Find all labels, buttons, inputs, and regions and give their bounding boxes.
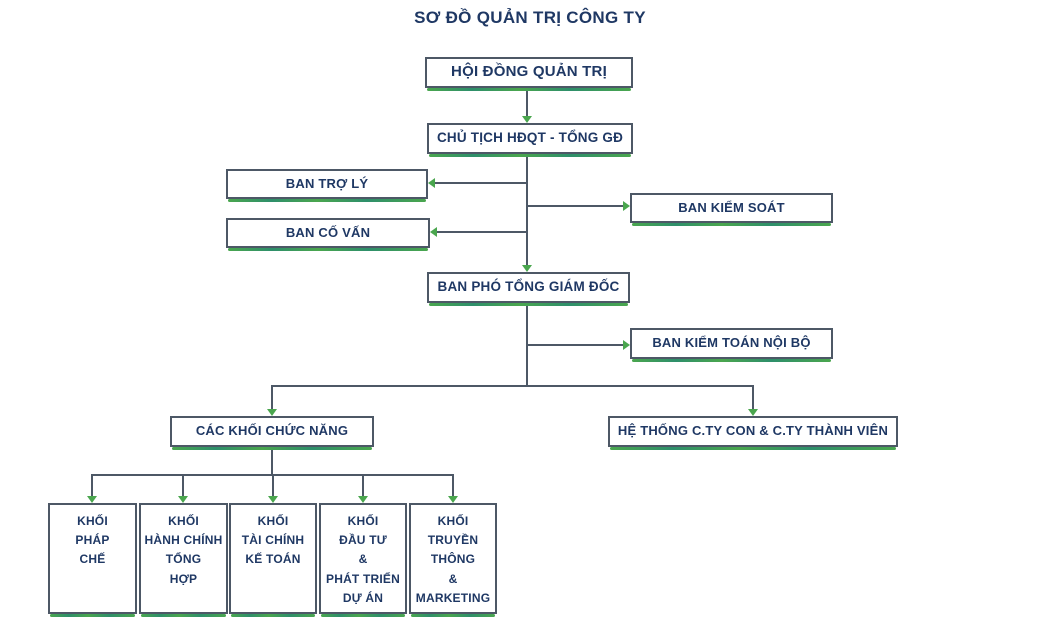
connector-drop-functional [271,385,273,409]
connector-chairman-deputy [526,157,528,266]
connector-functional-bar [271,450,273,476]
node-board-of-directors: HỘI ĐỒNG QUẢN TRỊ [425,57,633,91]
connector-internal-audit [528,344,623,346]
arrow-down-icon [358,496,368,503]
arrow-left-icon [428,178,435,188]
node-subsidiaries: HỆ THỐNG C.TY CON & C.TY THÀNH VIÊN [608,416,898,450]
node-investment-block: KHỐI ĐẦU TƯ & PHÁT TRIỂN DỰ ÁN [319,503,407,617]
connector-supervisory [528,205,623,207]
node-deputy-general-directors: BAN PHÓ TỔNG GIÁM ĐỐC [427,272,630,306]
arrow-down-icon [268,496,278,503]
node-internal-audit: BAN KIỂM TOÁN NỘI BỘ [630,328,833,362]
chart-title: SƠ ĐỒ QUẢN TRỊ CÔNG TY [414,8,646,27]
connector-main-branch-bar [271,385,754,387]
node-admin-block: KHỐI HÀNH CHÍNH TỔNG HỢP [139,503,228,617]
connector-blocks-bar [91,474,454,476]
node-assistant-board: BAN TRỢ LÝ [226,169,428,202]
arrow-down-icon [748,409,758,416]
arrow-down-icon [267,409,277,416]
connector-advisory [437,231,526,233]
node-legal-block: KHỐI PHÁP CHẾ [48,503,137,617]
arrow-down-icon [178,496,188,503]
arrow-right-icon [623,340,630,350]
arrow-left-icon [430,227,437,237]
node-advisory-board: BAN CỐ VẤN [226,218,430,251]
connector-drop-admin [182,476,184,497]
arrow-down-icon [522,116,532,123]
connector-deputy-split [526,306,528,386]
arrow-right-icon [623,201,630,211]
node-media-block: KHỐI TRUYỀN THÔNG & MARKETING [409,503,497,617]
arrow-down-icon [87,496,97,503]
connector-board-chairman [526,91,528,117]
connector-drop-subsidiaries [752,385,754,409]
connector-drop-investment [362,476,364,497]
connector-drop-finance [272,476,274,497]
node-functional-blocks: CÁC KHỐI CHỨC NĂNG [170,416,374,450]
arrow-down-icon [522,265,532,272]
node-finance-block: KHỐI TÀI CHÍNH KẾ TOÁN [229,503,317,617]
connector-assistant [435,182,526,184]
node-supervisory-board: BAN KIỂM SOÁT [630,193,833,226]
connector-drop-media [452,476,454,497]
arrow-down-icon [448,496,458,503]
connector-drop-legal [91,476,93,497]
node-chairman: CHỦ TỊCH HĐQT - TỔNG GĐ [427,123,633,157]
